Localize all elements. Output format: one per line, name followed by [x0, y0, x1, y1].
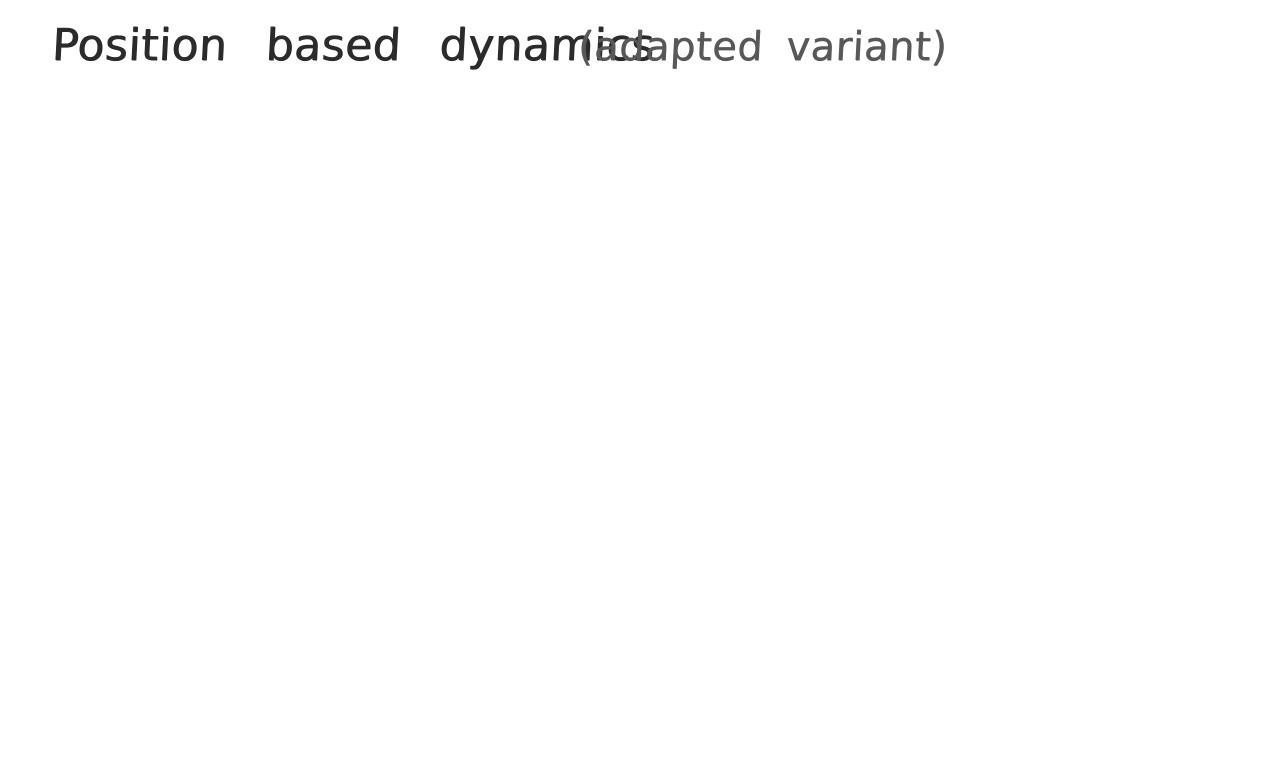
heading: Position based dynamics (adapted variant…: [50, 16, 949, 80]
page-title: Position based dynamics: [50, 20, 657, 71]
page-subtitle: (adapted variant): [576, 24, 949, 70]
